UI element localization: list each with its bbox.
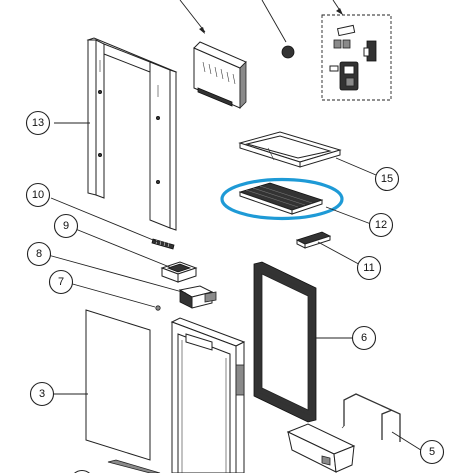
svg-text:13: 13 xyxy=(32,117,44,129)
callout-8: 8 xyxy=(26,241,52,267)
small-parts-box xyxy=(321,14,392,101)
callout-15: 15 xyxy=(374,166,400,192)
callout-7: 7 xyxy=(48,269,74,295)
svg-text:15: 15 xyxy=(381,173,393,185)
latch-part-9 xyxy=(160,261,198,283)
svg-text:3: 3 xyxy=(39,388,45,400)
small-parts-kit xyxy=(329,24,377,91)
callout-10: 10 xyxy=(25,182,51,208)
arrowhead xyxy=(336,8,343,15)
door-liner-part xyxy=(170,317,246,473)
handle-clip-part-11 xyxy=(295,231,332,249)
wire-part-5 xyxy=(343,393,401,442)
svg-text:7: 7 xyxy=(58,276,64,288)
bottom-strip-part xyxy=(107,459,161,473)
callout-9: 9 xyxy=(53,213,79,239)
shelf-tray-part-15 xyxy=(238,131,342,168)
control-panel-part xyxy=(193,41,247,109)
highlight-ellipse xyxy=(220,177,344,221)
svg-text:12: 12 xyxy=(375,219,387,231)
panel-part-3 xyxy=(85,309,151,461)
frame-part-13 xyxy=(86,37,178,231)
callout-12: 12 xyxy=(368,212,394,238)
callout-5: 5 xyxy=(419,439,445,465)
callout-partial-bottom xyxy=(73,469,91,473)
callout-13: 13 xyxy=(25,110,51,136)
svg-text:10: 10 xyxy=(32,189,44,201)
leader-top-middle xyxy=(261,0,287,43)
bracket-part-8 xyxy=(178,285,217,309)
svg-text:8: 8 xyxy=(36,248,42,260)
svg-text:11: 11 xyxy=(363,262,374,274)
knob-part xyxy=(281,45,295,59)
screw-part-7 xyxy=(155,305,161,311)
svg-text:5: 5 xyxy=(429,446,435,458)
leader-top-left xyxy=(179,0,206,33)
callout-6: 6 xyxy=(351,325,377,351)
grille-part-12 xyxy=(238,182,324,215)
door-bin-part xyxy=(286,423,356,473)
callout-11: 11 xyxy=(356,255,382,281)
svg-text:9: 9 xyxy=(63,220,69,232)
gasket-part-6 xyxy=(253,261,317,423)
arrowhead xyxy=(199,27,205,34)
callout-3: 3 xyxy=(29,381,55,407)
svg-text:6: 6 xyxy=(361,332,367,344)
